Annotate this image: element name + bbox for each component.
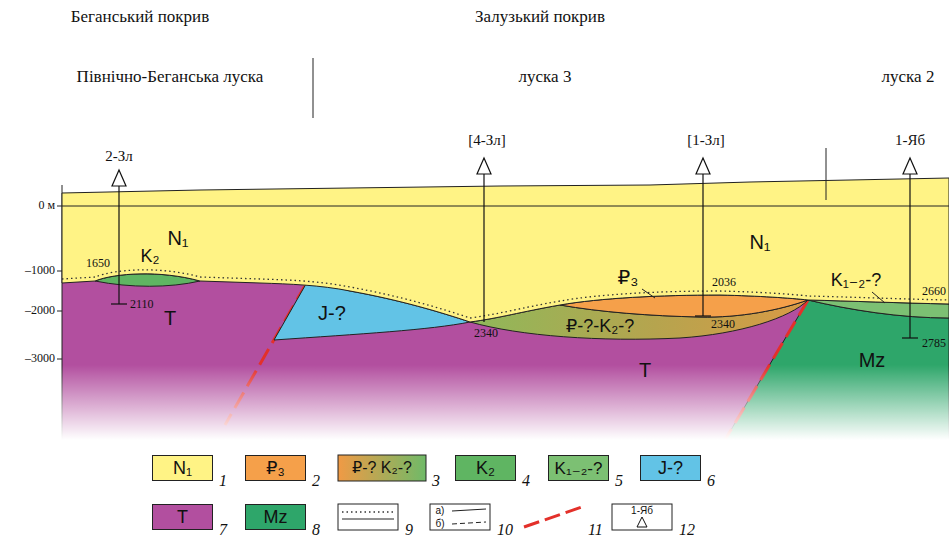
well-symbol xyxy=(477,158,491,174)
depth-value: 2036 xyxy=(712,276,736,289)
depth-scale-label: 0 м xyxy=(38,199,55,212)
well-bottom xyxy=(695,315,711,316)
legend-number: 6 xyxy=(707,472,715,490)
axis-tick xyxy=(57,311,62,312)
depth-value: 2785 xyxy=(922,337,946,350)
legend-text: J-? xyxy=(658,459,683,477)
legend-number: 3 xyxy=(432,472,440,490)
well-name: 1-Яб xyxy=(895,132,925,149)
legend-number: 1 xyxy=(219,472,227,490)
gradient-swatch xyxy=(338,455,426,481)
axis-tick xyxy=(57,359,62,360)
legend-swatch: N₁ xyxy=(152,455,213,481)
leader-line xyxy=(872,292,885,303)
well-line xyxy=(118,186,119,304)
well-symbol xyxy=(903,158,917,174)
depth-value: 2660 xyxy=(922,285,946,298)
legend-number: 11 xyxy=(588,521,603,539)
unit-label: N₁ xyxy=(749,231,770,253)
line-sample-box xyxy=(430,504,490,530)
well-symbol xyxy=(637,517,647,527)
fault-sample xyxy=(524,507,582,527)
legend-item: 1-Яб xyxy=(616,505,668,517)
legend-text: K₂ xyxy=(476,459,495,477)
legend-text: T xyxy=(177,508,188,526)
axis-tick xyxy=(57,206,62,207)
unit-label: ₽₃ xyxy=(618,266,639,288)
depth-scale-label: –1000 xyxy=(25,264,55,277)
depth-value: 2340 xyxy=(711,318,735,331)
line-sample-box xyxy=(338,504,398,530)
leader-line xyxy=(642,289,655,298)
depth-scale-label: –2000 xyxy=(25,304,55,317)
dotted-sample xyxy=(342,511,394,512)
legend-number: 5 xyxy=(615,472,623,490)
depth-value: 2340 xyxy=(474,327,498,340)
legend-item: б) xyxy=(432,518,448,530)
axis-tick xyxy=(57,271,62,272)
wells xyxy=(111,158,918,338)
legend-number: 9 xyxy=(405,521,413,539)
well-bottom xyxy=(111,303,127,304)
well-line xyxy=(483,174,484,322)
legend-text: Mz xyxy=(264,508,288,526)
legend-text: ₽₃ xyxy=(266,459,285,477)
unit-label: J-? xyxy=(318,302,346,324)
legend-number: 2 xyxy=(312,472,320,490)
slice-divider xyxy=(826,148,827,200)
well-line xyxy=(702,174,703,316)
well-name: 2-Зл xyxy=(105,148,132,165)
legend-swatch: J-? xyxy=(640,455,701,481)
legend-number: 4 xyxy=(522,472,530,490)
unit-label: ₽-?-K₂-? xyxy=(566,317,634,337)
well-name: [4-Зл] xyxy=(468,132,505,149)
cover-name: Беганський покрив xyxy=(71,8,209,27)
cover-divider xyxy=(313,58,314,118)
well-sample-box xyxy=(612,504,672,530)
legend-number: 12 xyxy=(679,521,695,539)
legend-text: а) xyxy=(436,506,445,516)
well-line xyxy=(909,174,910,338)
well-symbol xyxy=(112,170,126,186)
legend-swatch: Mz xyxy=(245,504,306,530)
legend-text: 1-Яб xyxy=(631,506,653,516)
unit-label: K₂ xyxy=(141,247,160,267)
solid-sample xyxy=(452,509,486,511)
depth-value: 1650 xyxy=(86,257,110,270)
well-symbol xyxy=(696,158,710,174)
unconformity-line xyxy=(62,270,949,318)
legend-item: ₽-? K₂-? xyxy=(338,455,426,481)
legend-number: 8 xyxy=(312,521,320,539)
solid-sample xyxy=(342,519,394,520)
legend-swatch: K₂ xyxy=(455,455,516,481)
legend-swatch: T xyxy=(152,504,213,530)
legend-item: а) xyxy=(432,505,448,517)
well-bottom xyxy=(902,337,918,338)
slice-name: Північно-Беганська луска xyxy=(77,68,264,87)
legend-text: б) xyxy=(435,519,444,529)
depth-value: 2110 xyxy=(130,298,154,311)
unit-label: K₁₋₂-? xyxy=(831,271,882,291)
legend-swatch: ₽₃ xyxy=(245,455,306,481)
legend-swatch: K₁₋₂-? xyxy=(548,455,609,481)
legend-samples xyxy=(338,455,672,530)
legend-number: 7 xyxy=(219,521,227,539)
slice-name: луска 2 xyxy=(882,68,935,87)
neogene-unit xyxy=(62,178,949,322)
depth-scale-label: –3000 xyxy=(25,352,55,365)
legend-text: N₁ xyxy=(173,459,192,477)
sea-level-line xyxy=(62,206,949,207)
unit-label: N₁ xyxy=(167,227,188,249)
unit-label: Mz xyxy=(859,349,886,371)
legend-text: ₽-? K₂-? xyxy=(352,460,412,476)
cover-name: Залузький покрив xyxy=(475,8,605,27)
legend-number: 10 xyxy=(497,521,513,539)
well-name: [1-Зл] xyxy=(687,132,724,149)
unit-label: T xyxy=(164,307,176,329)
legend-text: K₁₋₂-? xyxy=(555,460,603,477)
unit-label: T xyxy=(639,359,651,381)
dashed-sample xyxy=(452,522,486,524)
slice-name: луска 3 xyxy=(519,68,572,87)
